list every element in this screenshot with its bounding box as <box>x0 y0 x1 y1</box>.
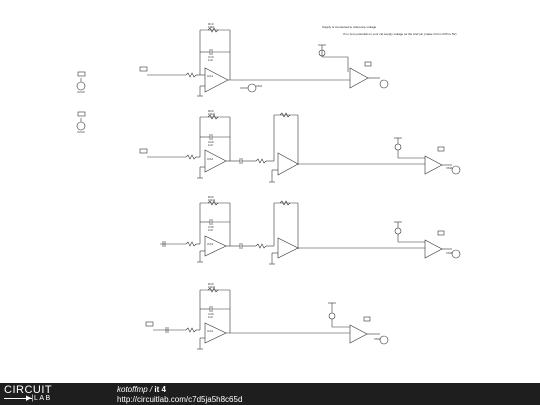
title-separator: / <box>147 385 155 394</box>
logo-text-bottom: LAB <box>34 395 52 402</box>
stage-3-opamp-label: OA3 <box>207 242 213 246</box>
footer-bar: CIRCUIT ▶| LAB <box>0 383 540 405</box>
stage-1-meter-label: VM1 <box>256 84 263 88</box>
stage-3-res-label: R30 <box>208 195 214 199</box>
stage-2-res-value: 10kΩ <box>208 112 216 116</box>
note-line-1: Supply is connected to reference voltage <box>322 25 377 29</box>
author-title-line: kotoffmp / it 4 <box>117 385 166 394</box>
author-name[interactable]: kotoffmp <box>117 385 148 394</box>
stage-2-opamp-label: OA2 <box>207 157 213 161</box>
stage-2-cap-value: 1nF <box>208 143 213 147</box>
stage-1-cap-label: C10 <box>208 55 214 59</box>
stage-3-cap-label: C30 <box>208 225 214 229</box>
stage-4-cap-label: C40 <box>208 312 214 316</box>
stage-2-res-label: R20 <box>208 109 214 113</box>
stage-2-circuit <box>139 112 461 183</box>
stage-3-cap-value: 1nF <box>208 228 213 232</box>
stage-4-res-label: R40 <box>208 282 214 286</box>
diode-icon: ▶| <box>26 395 34 402</box>
circuitlab-logo[interactable]: CIRCUIT ▶| LAB <box>4 385 74 403</box>
logo-wire-graphic <box>4 398 32 399</box>
stage-2-meter-label: VM2 <box>446 166 453 170</box>
stage-3-res-value: 10kΩ <box>208 198 216 202</box>
stage-4-circuit <box>145 287 389 350</box>
stage-4-opamp-label: OA4 <box>207 329 213 333</box>
note-line-2: If no zero potential on your ckt supply … <box>343 32 457 36</box>
stage-4-cap-value: 1nF <box>208 315 213 319</box>
logo-text-top: CIRCUIT <box>4 384 53 396</box>
stage-4-res-value: 10kΩ <box>208 285 216 289</box>
stage-1-res-value: 1MΩ <box>208 25 215 29</box>
circuit-title: it 4 <box>154 385 166 394</box>
stage-1-res-label: R10 <box>208 22 214 26</box>
circuit-url[interactable]: http://circuitlab.com/c7d5ja5h8c65d <box>117 395 243 404</box>
stage-1-cap-value: 1nF <box>208 58 213 62</box>
schematic-canvas: R10 1MΩ C10 1nF OA1 VM1 R20 10kΩ C20 1nF… <box>76 22 461 350</box>
schematic-drawing: R10 1MΩ C10 1nF OA1 VM1 R20 10kΩ C20 1nF… <box>76 22 461 350</box>
stage-3-meter-label: VM3 <box>446 251 453 255</box>
stage-2-cap-label: C20 <box>208 140 214 144</box>
stage-1-opamp-label: OA1 <box>207 74 213 78</box>
stage-4-meter-label: VM4 <box>374 337 381 341</box>
stage-1-circuit <box>76 27 389 133</box>
stage-3-circuit <box>160 200 461 265</box>
